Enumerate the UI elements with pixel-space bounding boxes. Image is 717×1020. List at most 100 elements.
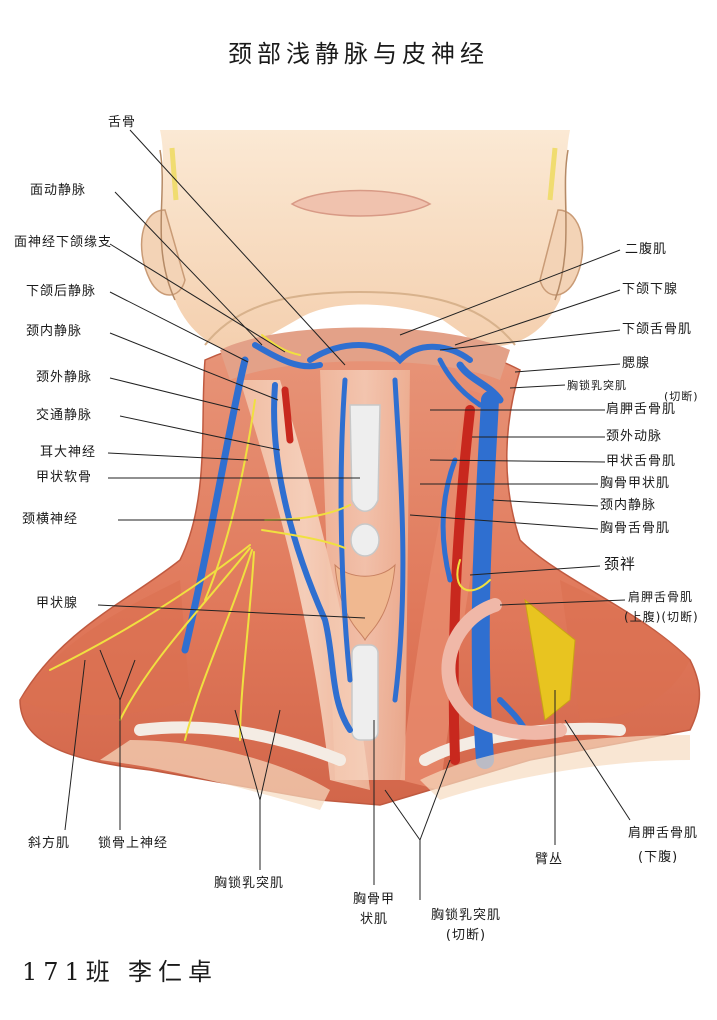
leader-parotid <box>514 363 621 373</box>
chin-curve <box>204 290 516 346</box>
left-communicating-vein <box>271 382 353 733</box>
omohyoid-cut <box>441 598 567 740</box>
leader-sternohyoid <box>409 514 599 530</box>
hair-left <box>169 147 179 201</box>
label-thyrohyoid: 甲状舌骨肌 <box>606 454 677 469</box>
label-sternothyroid-line2: 状肌 <box>359 912 388 927</box>
marginal-mandibular <box>261 334 301 356</box>
supraclavicular-3 <box>184 549 253 741</box>
label-sternothyroid-right: 胸骨甲状肌 <box>600 476 671 491</box>
label-mylohyoid: 下颌舌骨肌 <box>622 322 693 337</box>
trachea <box>351 644 379 741</box>
left-external-jugular <box>181 356 249 654</box>
label-sternohyoid: 胸骨舌骨肌 <box>600 521 671 536</box>
lips <box>290 189 432 217</box>
label-external-carotid: 颈外动脉 <box>606 429 663 444</box>
larynx-group <box>334 404 396 741</box>
leader-ejv-left <box>109 377 241 411</box>
leader-ansa <box>469 565 601 576</box>
label-transverse-cervical: 颈横神经 <box>22 512 79 527</box>
right-scm-cut <box>400 390 500 790</box>
page-title: 颈部浅静脉与皮神经 <box>228 40 489 68</box>
leader-trapezius <box>64 659 86 831</box>
face-outline-right <box>554 149 569 301</box>
signature-class: 171班 <box>22 958 116 986</box>
label-sternothyroid-line1: 胸骨甲 <box>352 892 395 907</box>
great-auricular <box>204 399 256 601</box>
label-parotid: 腮腺 <box>622 356 651 371</box>
leader-lines <box>64 129 631 900</box>
right-lower-group <box>100 598 690 810</box>
leader-scm-cut-b <box>384 789 421 841</box>
label-thyroid-cartilage: 甲状软骨 <box>36 470 93 485</box>
face-skin <box>160 130 570 352</box>
label-cut-note-upper: (切断) <box>664 390 699 403</box>
leader-digastric <box>399 249 621 336</box>
label-great-auricular: 耳大神经 <box>40 445 97 460</box>
right-external-jugular <box>456 361 504 404</box>
anterior-jugular-left <box>338 377 353 683</box>
leader-thyroid-gland <box>97 604 366 619</box>
hair-right <box>547 147 558 201</box>
leader-scm-upper <box>509 384 566 389</box>
face-outline-left <box>159 149 176 301</box>
ansa-cervicalis <box>456 559 491 592</box>
leader-mylohyoid <box>439 329 621 351</box>
veins-group <box>181 342 528 769</box>
leader-hyoid <box>129 129 346 366</box>
leader-ijv-right <box>491 499 599 507</box>
face-group <box>140 130 584 352</box>
leader-scm-b <box>234 709 261 801</box>
label-sternocleidomastoid: 胸锁乳突肌 <box>214 876 285 891</box>
transverse-cervical-2 <box>261 529 346 549</box>
right-facial-vein <box>437 357 483 408</box>
left-carotid <box>281 386 294 444</box>
leader-marginal-mandibular <box>109 243 286 353</box>
label-ijv-right: 颈内静脉 <box>600 498 657 513</box>
label-supraclavicular: 锁骨上神经 <box>98 836 169 851</box>
clavicle-left <box>134 721 346 766</box>
right-ear <box>539 209 584 296</box>
leader-retromandibular <box>109 291 249 363</box>
label-internal-jugular-left: 颈内静脉 <box>26 324 83 339</box>
label-omohyoid-inferior-line1: 肩胛舌骨肌 <box>628 826 699 841</box>
label-scm-cut-line2: (切断) <box>445 928 487 943</box>
label-scm-cut-line1: 胸锁乳突肌 <box>430 908 501 923</box>
label-external-jugular: 颈外静脉 <box>36 370 93 385</box>
thyroid-cartilage <box>349 404 381 512</box>
leader-scm-cut-c <box>419 759 451 841</box>
leader-great-auricular <box>107 452 249 461</box>
thyroid-gland <box>334 563 396 642</box>
label-thyroid-gland: 甲状腺 <box>36 596 79 611</box>
leader-facial-vein <box>114 191 263 346</box>
leader-omohyoid-superior <box>499 599 626 606</box>
label-facial-artery-vein: 面动静脉 <box>30 183 87 198</box>
label-hyoid: 舌骨 <box>108 115 137 130</box>
brachial-plexus <box>524 598 576 721</box>
leader-communicating <box>119 415 281 451</box>
label-omohyoid: 肩胛舌骨肌 <box>606 402 677 417</box>
leader-omohyoid-inferior <box>564 719 631 821</box>
label-omohyoid-superior-note: (上腹)(切断) <box>624 610 699 624</box>
cricoid <box>350 523 380 557</box>
anterior-jugular-right <box>392 377 406 703</box>
label-omohyoid-inferior-line2: (下腹) <box>638 850 679 865</box>
facial-vein-left <box>252 342 323 370</box>
label-trapezius: 斜方肌 <box>28 836 71 851</box>
lower-skin-left <box>100 740 330 810</box>
label-submandibular-gland: 下颌下腺 <box>622 282 679 297</box>
label-digastric: 二腹肌 <box>625 242 668 257</box>
signature-name: 李仁卓 <box>128 958 218 986</box>
leader-ijv-left <box>109 332 279 401</box>
nerves-group <box>49 334 491 741</box>
supraclavicular-2 <box>119 547 251 721</box>
leader-thyrohyoid <box>429 459 606 463</box>
leader-supraclav-c <box>119 659 136 701</box>
leader-submandibular <box>454 289 621 346</box>
supraclavicular-1 <box>49 544 251 671</box>
label-retromandibular-vein: 下颌后静脉 <box>26 284 97 299</box>
label-ansa-cervicalis: 颈袢 <box>604 555 637 573</box>
leader-supraclav-b <box>99 649 121 701</box>
